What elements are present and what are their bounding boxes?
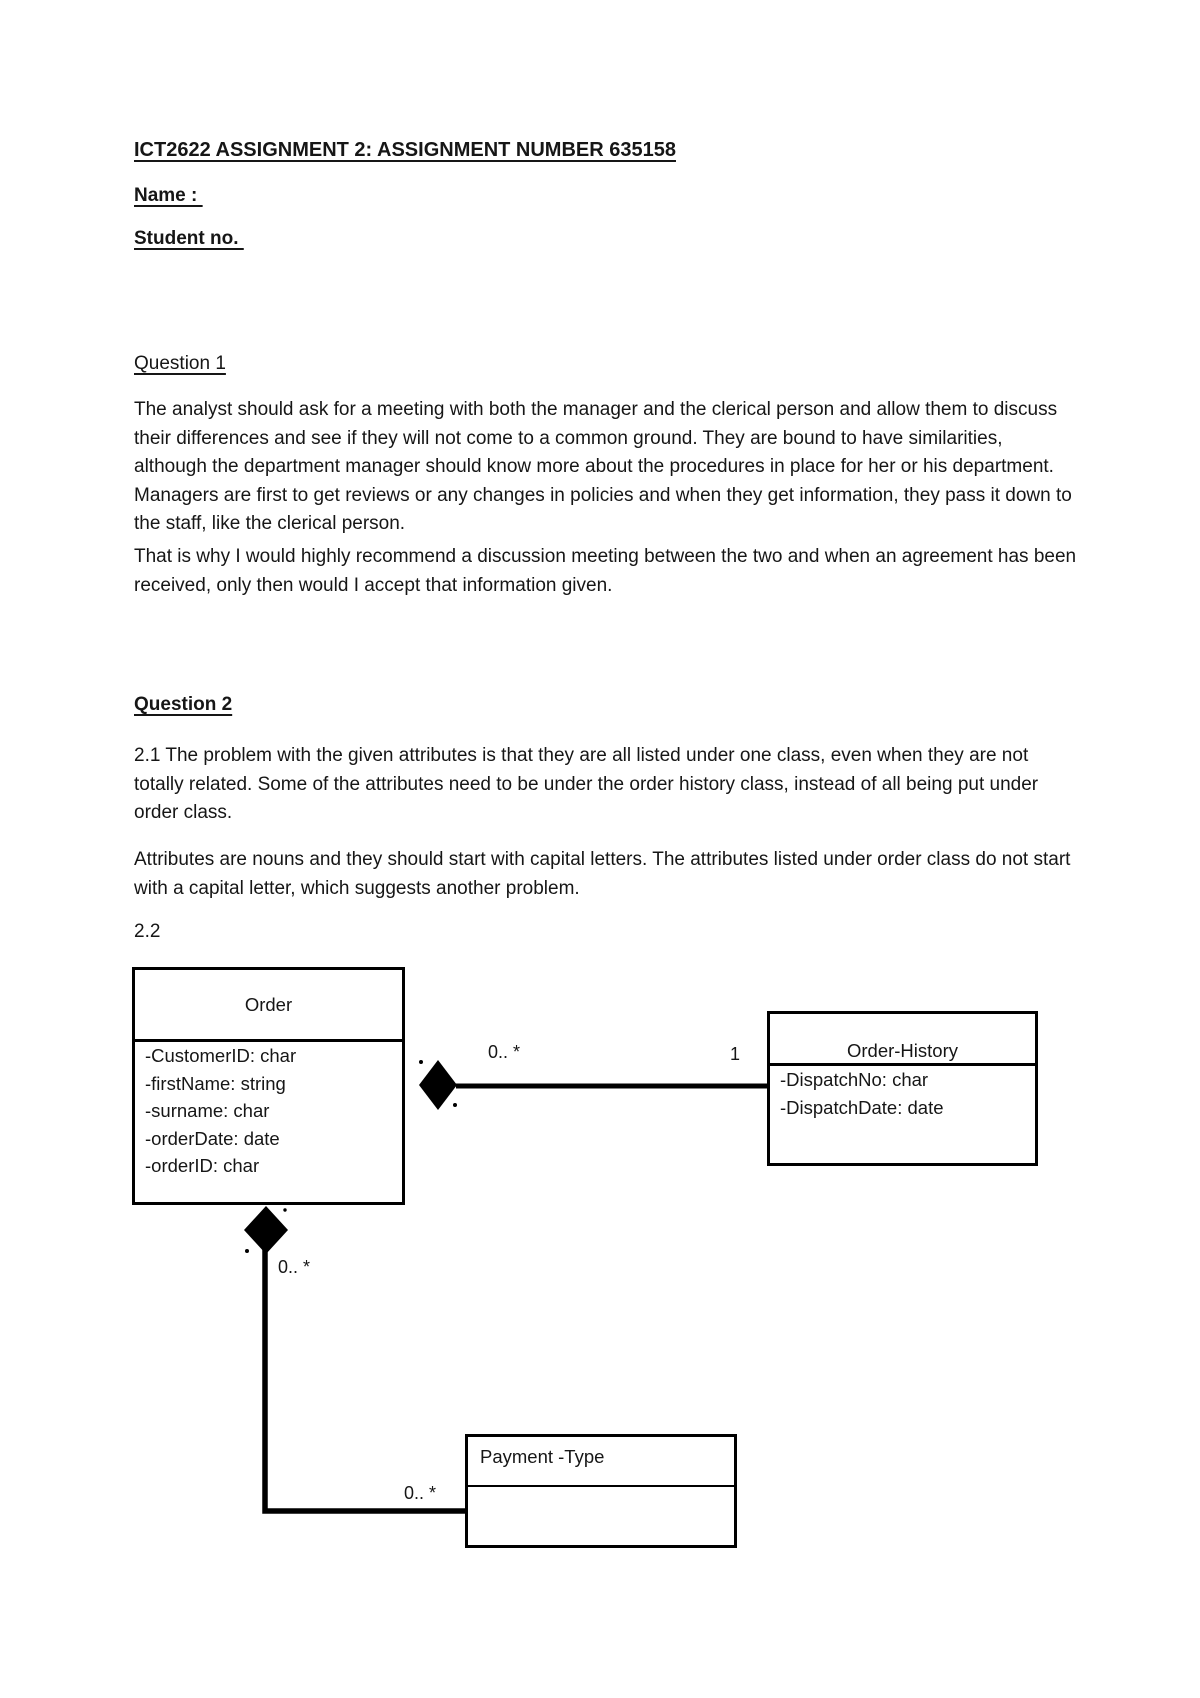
association-line-order-paymenttype xyxy=(262,1248,466,1514)
question2-paragraph-1: 2.1 The problem with the given attribute… xyxy=(134,745,1039,823)
uml-class-payment-type-name: Payment -Type xyxy=(468,1437,734,1487)
uml-class-order-name: Order xyxy=(135,970,402,1042)
ink-dot xyxy=(283,1208,287,1212)
document-title: ICT2622 ASSIGNMENT 2: ASSIGNMENT NUMBER … xyxy=(134,139,676,161)
uml-attribute: -surname: char xyxy=(145,1100,270,1121)
question1-heading: Question 1 xyxy=(134,353,226,374)
section-2-2-label: 2.2 xyxy=(134,921,161,942)
uml-class-order-history: Order-History -DispatchNo: char -Dispatc… xyxy=(767,1011,1038,1166)
aggregation-diamond-orderhistory xyxy=(419,1060,457,1110)
multiplicity-order-side-top: 0.. * xyxy=(488,1042,521,1062)
uml-attribute: -DispatchNo: char xyxy=(780,1069,929,1090)
ink-dot xyxy=(245,1249,249,1253)
multiplicity-payment-side: 0.. * xyxy=(404,1483,437,1503)
uml-class-order: Order -CustomerID: char -firstName: stri… xyxy=(132,967,405,1205)
question1-paragraph-1: The analyst should ask for a meeting wit… xyxy=(134,399,1072,534)
question1-paragraph-2: That is why I would highly recommend a d… xyxy=(134,546,1077,596)
multiplicity-order-side-bottom: 0.. * xyxy=(278,1257,311,1277)
uml-attribute: -DispatchDate: date xyxy=(780,1096,944,1118)
question2-paragraph-2: Attributes are nouns and they should sta… xyxy=(134,849,1071,899)
uml-class-order-attributes: -CustomerID: char -firstName: string -su… xyxy=(135,1042,402,1180)
aggregation-diamond-paymenttype xyxy=(244,1206,288,1254)
question2-heading: Question 2 xyxy=(134,694,233,715)
uml-attribute: -firstName: string xyxy=(145,1072,286,1094)
name-label: Name : xyxy=(134,185,203,206)
uml-attribute: -CustomerID: char xyxy=(145,1045,297,1066)
uml-class-payment-type: Payment -Type xyxy=(465,1434,737,1548)
uml-class-order-history-attributes: -DispatchNo: char -DispatchDate: date xyxy=(770,1066,1035,1121)
multiplicity-history-side: 1 xyxy=(730,1044,741,1064)
ink-dot xyxy=(453,1103,457,1107)
uml-class-order-history-name: Order-History xyxy=(770,1014,1035,1066)
student-number-label: Student no. xyxy=(134,228,244,249)
uml-attribute: -orderID: char xyxy=(145,1155,260,1176)
uml-attribute: -orderDate: date xyxy=(145,1127,280,1149)
ink-dot xyxy=(419,1060,423,1064)
